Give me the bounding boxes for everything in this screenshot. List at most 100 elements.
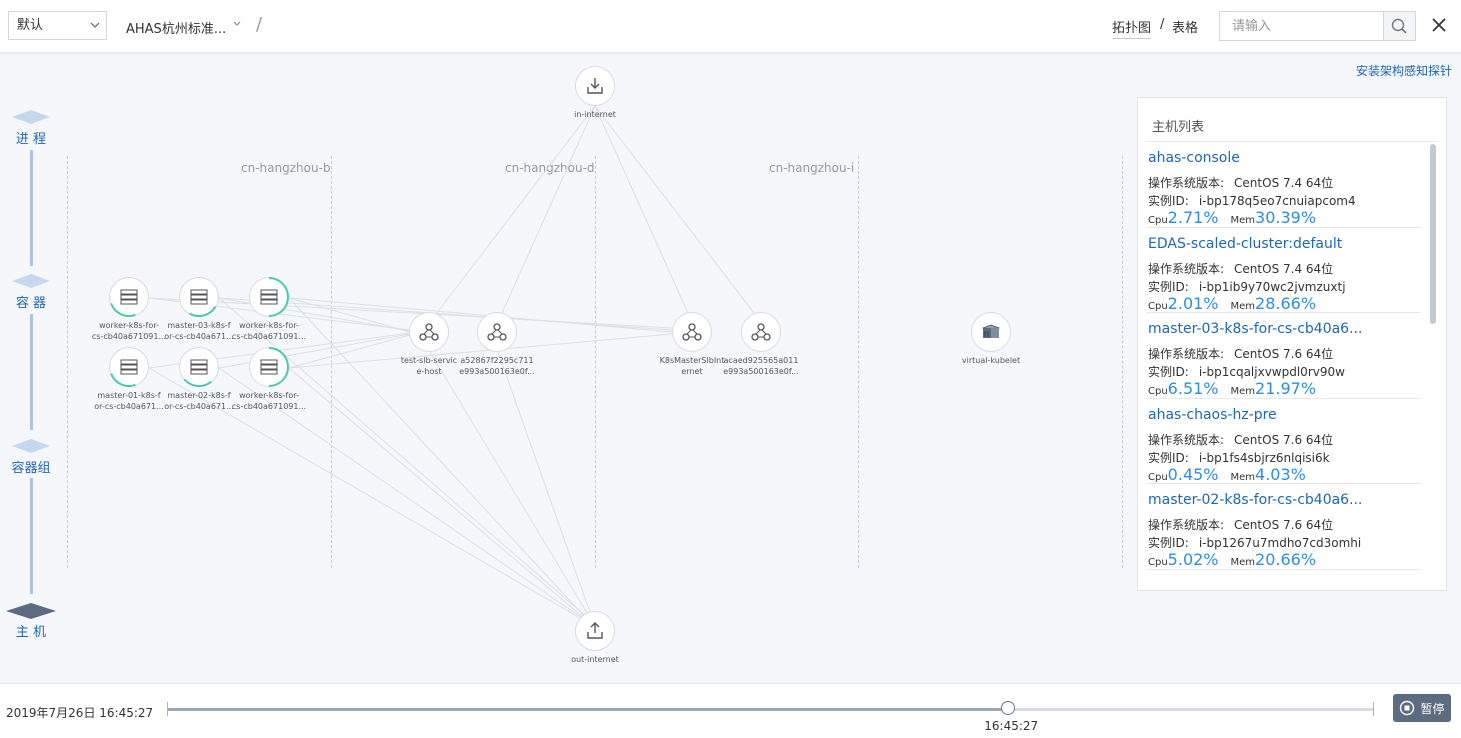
top-bar: 默认 AHAS杭州标准... / 拓扑图 / 表格 (0, 0, 1461, 53)
breadcrumb-separator: / (256, 14, 263, 35)
timeline-thumb-time: 16:45:27 (984, 719, 1039, 733)
service-hub-icon (409, 312, 449, 352)
node-label: worker-k8s-for-cs-cb40a671091... (231, 321, 307, 341)
layer-label-host[interactable]: 主 机 (15, 625, 47, 640)
zone-divider (858, 156, 859, 568)
server-icon (249, 277, 289, 317)
host-id-row: 实例ID:i-bp1fs4sbjrz6nlqisi6k (1148, 450, 1330, 465)
host-list-scrollbar[interactable] (1430, 144, 1436, 324)
tab-table[interactable]: 表格 (1172, 21, 1199, 36)
close-button[interactable] (1430, 16, 1448, 34)
host-list-panel: 主机列表 ahas-console 操作系统版本:CentOS 7.4 64位 … (1137, 97, 1447, 591)
timeline-thumb[interactable] (1001, 701, 1016, 715)
outbox-icon (575, 611, 615, 651)
host-metrics-row: Cpu6.51%Mem21.97% (1148, 379, 1317, 398)
zone-divider (595, 156, 596, 568)
host-name[interactable]: master-03-k8s-for-cs-cb40a6... (1148, 321, 1363, 337)
stop-circle-icon (1400, 700, 1415, 716)
host-os-row: 操作系统版本:CentOS 7.6 64位 (1148, 432, 1334, 447)
server-icon (249, 347, 289, 387)
layer-marker-pod[interactable] (12, 439, 50, 453)
host-os-row: 操作系统版本:CentOS 7.6 64位 (1148, 347, 1334, 361)
host-name[interactable]: EDAS-scaled-cluster:default (1148, 235, 1343, 252)
layer-label-pod[interactable]: 容器组 (11, 461, 51, 476)
timeline-progress (167, 708, 1009, 711)
host-os-row: 操作系统版本:CentOS 7.4 64位 (1148, 261, 1334, 276)
chevron-down-icon[interactable] (232, 19, 242, 32)
list-item[interactable]: master-03-k8s-for-cs-cb40a6... 操作系统版本:Ce… (1146, 313, 1421, 399)
layer-rail (6, 110, 56, 619)
zone-divider (1122, 156, 1123, 568)
list-item[interactable]: ahas-chaos-hz-pre 操作系统版本:CentOS 7.6 64位 … (1146, 399, 1421, 484)
host-name[interactable]: master-02-k8s-for-cs-cb40a6... (1148, 492, 1363, 508)
timeline-bar: 2019年7月26日 16:45:27 16:45:27 暂停 (0, 683, 1461, 738)
host-metrics-row: Cpu2.71%Mem30.39% (1148, 208, 1317, 227)
layer-label-container[interactable]: 容 器 (15, 296, 47, 311)
view-select[interactable]: 默认 (8, 11, 107, 40)
zone-divider (67, 156, 68, 568)
host-os-row: 操作系统版本:CentOS 7.6 64位 (1148, 518, 1334, 532)
host-metrics-row: Cpu2.01%Mem28.66% (1148, 293, 1317, 313)
layer-marker-process[interactable] (12, 110, 50, 124)
service-hub-icon (477, 312, 517, 352)
node-in-internet[interactable]: in-internet (535, 66, 655, 120)
host-os-row: 操作系统版本:CentOS 7.4 64位 (1148, 176, 1334, 190)
host-id-row: 实例ID:i-bp1cqaljxvwpdl0rv90w (1148, 365, 1345, 379)
list-item[interactable]: EDAS-scaled-cluster:default 操作系统版本:CentO… (1146, 228, 1421, 313)
host-metrics-row: Cpu0.45%Mem4.03% (1148, 464, 1306, 484)
server-icon (179, 277, 219, 317)
app-breadcrumb[interactable]: AHAS杭州标准... (126, 22, 227, 37)
tab-topology[interactable]: 拓扑图 (1112, 17, 1152, 39)
node-virtual-kubelet[interactable]: virtual-kubelet (931, 312, 1051, 366)
service-hub-icon (672, 312, 712, 352)
node-worker-k8s-3[interactable]: worker-k8s-for-cs-cb40a671091... (209, 347, 329, 412)
search-button[interactable] (1383, 12, 1415, 40)
list-item[interactable]: ahas-console 操作系统版本:CentOS 7.4 64位 实例ID:… (1146, 142, 1421, 228)
layer-marker-host[interactable] (6, 603, 56, 619)
timeline-start-cap (167, 702, 168, 716)
timeline-track[interactable] (167, 702, 1374, 716)
view-select-value: 默认 (17, 18, 44, 33)
layer-connector (30, 150, 33, 266)
node-worker-k8s-2[interactable]: worker-k8s-for-cs-cb40a671091... (209, 277, 329, 342)
host-name[interactable]: ahas-console (1148, 150, 1240, 166)
layer-label-process[interactable]: 进 程 (15, 132, 47, 147)
chevron-down-icon (90, 12, 100, 49)
zone-label-b: cn-hangzhou-b (241, 161, 331, 175)
list-item[interactable]: master-02-k8s-for-cs-cb40a6... 操作系统版本:Ce… (1146, 484, 1421, 570)
node-out-internet[interactable]: out-internet (535, 611, 655, 665)
node-label: virtual-kubelet (961, 356, 1021, 365)
node-worker-k8s-1[interactable]: worker-k8s-for-cs-cb40a671091... (69, 277, 189, 342)
zone-divider (331, 156, 332, 568)
cube-stack-icon (971, 312, 1011, 352)
host-name[interactable]: ahas-chaos-hz-pre (1148, 406, 1277, 423)
layer-marker-container[interactable] (12, 274, 50, 288)
zone-label-d: cn-hangzhou-d (505, 161, 595, 175)
host-metrics-row: Cpu5.02%Mem20.66% (1148, 550, 1317, 569)
layer-connector (30, 478, 33, 594)
host-list[interactable]: ahas-console 操作系统版本:CentOS 7.4 64位 实例ID:… (1146, 141, 1438, 582)
timeline-date: 2019年7月26日 16:45:27 (6, 706, 154, 720)
search-input[interactable] (1230, 18, 1384, 35)
search-box (1219, 11, 1416, 41)
server-icon (179, 347, 219, 387)
pause-button[interactable]: 暂停 (1393, 694, 1451, 722)
node-label: worker-k8s-for-cs-cb40a671091... (91, 321, 167, 341)
host-list-title: 主机列表 (1152, 120, 1205, 135)
layer-connector (30, 314, 33, 430)
inbox-icon (575, 66, 615, 106)
install-probe-link[interactable]: 安装架构感知探针 (1356, 64, 1453, 78)
